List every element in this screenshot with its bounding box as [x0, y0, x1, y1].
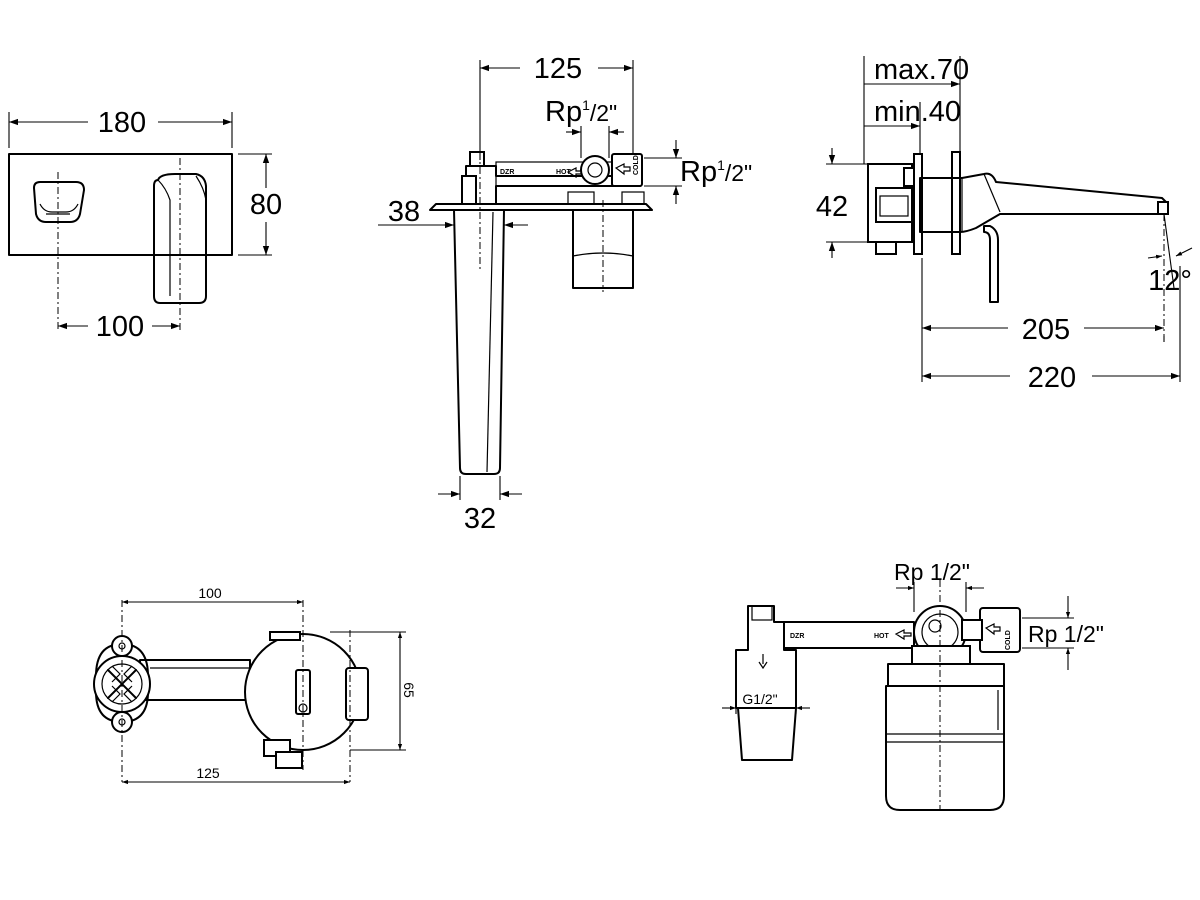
- dim-spacing: 100: [96, 311, 144, 343]
- body-tag-dzr: DZR: [790, 633, 804, 640]
- valve-body-view: DZR HOT COLD Rp 1/2" Rp 1/2": [722, 559, 1104, 811]
- front-view: 180 80 100: [8, 107, 282, 343]
- body-label-side-thread: Rp 1/2": [1028, 621, 1104, 647]
- dim-depth: 125: [534, 53, 582, 85]
- label-spout-angle: 12°: [1148, 265, 1192, 297]
- spout: [453, 209, 505, 475]
- outlet-spigot: [737, 707, 797, 761]
- tag-dzr: DZR: [500, 169, 514, 176]
- dim-plan-top: 100: [198, 585, 222, 601]
- side-wall-plate: [913, 153, 923, 255]
- dim-plate-offset: 38: [388, 196, 420, 228]
- dim-width: 180: [98, 107, 146, 139]
- body-label-outlet-thread: G1/2": [742, 691, 777, 707]
- label-min-wall: min.40: [874, 96, 961, 128]
- hot-inlet-ring: [580, 155, 610, 185]
- tag-cold: COLD: [633, 155, 640, 175]
- dim-height: 80: [250, 189, 282, 221]
- body-cartridge: [885, 685, 1005, 811]
- dim-overall: 220: [1028, 362, 1076, 394]
- side-lever: [983, 225, 999, 303]
- body-tag-cold: COLD: [1005, 630, 1012, 650]
- spout-outlet: [33, 181, 85, 223]
- dim-plan-height: 65: [401, 682, 417, 698]
- mixer-lever: [153, 173, 207, 304]
- label-side-thread: Rp1/2": [680, 156, 752, 188]
- label-inlet-thread: Rp1/2": [545, 96, 617, 128]
- dim-spout-width: 32: [464, 503, 496, 535]
- body-label-top-thread: Rp 1/2": [894, 559, 970, 585]
- section-view: DZR HOT COLD 125 Rp1/2": [378, 53, 752, 535]
- plan-view: 100 125 65: [93, 585, 417, 785]
- tag-hot: HOT: [556, 169, 572, 176]
- body-tag-hot: HOT: [874, 633, 890, 640]
- dim-plan-bottom: 125: [196, 765, 220, 781]
- side-view: max.70 min.40 42 12° 205 220: [816, 54, 1193, 394]
- dim-reach: 205: [1022, 314, 1070, 346]
- label-max-wall: max.70: [874, 54, 969, 86]
- wall-plate: [8, 153, 233, 256]
- dim-body-height: 42: [816, 191, 848, 223]
